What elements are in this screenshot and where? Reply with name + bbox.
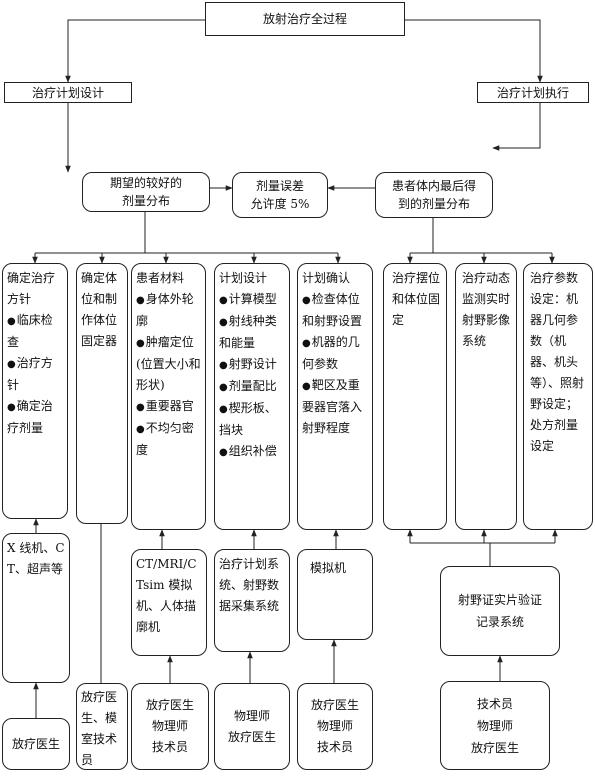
people-radiation-doctor: 放疗医生 [2, 718, 70, 770]
people-physicist-doctor: 物理师 放疗医生 [214, 683, 290, 770]
expected-dose-line-1: 期望的较好的 [109, 176, 182, 190]
people-tech-physicist-doctor: 技术员 物理师 放疗医生 [440, 681, 550, 770]
column-treatment-policy: 确定治疗方针 临床检查 治疗方针 确定治疗剂量 [2, 263, 68, 519]
people-line: 物理师 [476, 718, 513, 733]
people-line: 技术员 [476, 696, 513, 711]
received-dose-line-2: 到的剂量分布 [397, 197, 470, 211]
column-item: 治疗方针 [7, 353, 63, 396]
column-item: 楔形板、挡块 [219, 398, 285, 441]
column-title: 计划设计 [219, 271, 268, 285]
column-item: 检查体位和射野设置 [302, 289, 368, 332]
column-item: 射野设计 [219, 354, 285, 376]
column-setup-fixation: 治疗摆位和体位固定 [383, 263, 447, 530]
column-item: 临床检查 [7, 310, 63, 353]
people-line: 放疗医生 [11, 736, 60, 751]
portal-verification-system: 射野证实片验证记录系统 [440, 566, 560, 656]
equipment-label: 模拟机 [310, 561, 347, 575]
equipment-label: CT/MRI/CTsim 模拟机、人体描廓机 [136, 557, 197, 634]
column-parameter-setting: 治疗参数设定：机器几何参数（机器、机头等）、照射野设定；处方剂量设定 [523, 263, 593, 530]
column-patient-material: 患者材料 身体外轮廓 肿瘤定位(位置大小和形状) 重要器官 不均匀密度 [131, 263, 206, 530]
equipment-label: X 线机、CT、超声等 [7, 541, 65, 576]
equipment-imaging: X 线机、CT、超声等 [2, 533, 70, 683]
column-item: 重要器官 [136, 396, 201, 418]
people-doctor-physicist-tech-2: 放疗医生 物理师 技术员 [297, 683, 373, 770]
people-line: 技术员 [151, 740, 188, 754]
people-line: 放疗医生 [470, 740, 519, 755]
people-line: 物理师 [151, 719, 188, 733]
people-line: 物理师 [233, 708, 270, 723]
top-node: 放射治疗全过程 [205, 2, 405, 36]
equipment-sim-machine: 模拟机 [297, 549, 373, 640]
equipment-planning-system: 治疗计划系统、射野数据采集系统 [214, 549, 290, 652]
portal-verification-label: 射野证实片验证记录系统 [457, 593, 542, 629]
dose-tolerance-line-2: 允许度 5% [250, 197, 310, 211]
column-title: 治疗摆位和体位固定 [392, 271, 441, 327]
column-plan-design: 计划设计 计算模型 射线种类和能量 射野设计 剂量配比 楔形板、挡块 组织补偿 [214, 263, 290, 530]
column-title: 确定体位和制作体位固定器 [81, 271, 118, 348]
people-line: 物理师 [316, 719, 353, 733]
column-title: 计划确认 [302, 271, 351, 285]
column-item: 肿瘤定位(位置大小和形状) [136, 332, 201, 396]
equipment-simulator: CT/MRI/CTsim 模拟机、人体描廓机 [131, 549, 207, 656]
branch-plan-design: 治疗计划设计 [4, 82, 132, 103]
branch-plan-execution-label: 治疗计划执行 [496, 85, 569, 100]
dose-tolerance-node: 剂量误差 允许度 5% [232, 172, 328, 218]
people-line: 技术员 [316, 740, 353, 754]
column-title: 治疗参数设定：机器几何参数（机器、机头等）、照射野设定；处方剂量设定 [530, 271, 585, 453]
branch-plan-design-label: 治疗计划设计 [31, 85, 104, 100]
people-line: 放疗医生 [145, 698, 194, 712]
received-dose-line-1: 患者体内最后得 [391, 179, 476, 193]
column-title: 患者材料 [136, 271, 185, 285]
dose-tolerance-line-1: 剂量误差 [255, 179, 304, 193]
column-item: 不均匀密度 [136, 418, 201, 461]
column-item: 靶区及重要器官落入射野程度 [302, 375, 368, 439]
column-title: 确定治疗方针 [7, 271, 56, 306]
column-item: 射线种类和能量 [219, 311, 285, 354]
people-line: 放疗医生 [310, 698, 359, 712]
people-doctor-physicist-tech: 放疗医生 物理师 技术员 [131, 683, 209, 770]
column-position-fixation: 确定体位和制作体位固定器 [76, 263, 128, 524]
column-dynamic-monitor: 治疗动态监测实时射野影像系统 [455, 263, 517, 530]
branch-plan-execution: 治疗计划执行 [477, 82, 589, 103]
expected-dose-line-2: 剂量分布 [121, 194, 170, 208]
expected-dose-node: 期望的较好的 剂量分布 [82, 172, 210, 212]
column-item: 确定治疗剂量 [7, 396, 63, 439]
column-title: 治疗动态监测实时射野影像系统 [462, 271, 511, 348]
equipment-label: 治疗计划系统、射野数据采集系统 [219, 557, 280, 613]
column-item: 剂量配比 [219, 376, 285, 398]
people-doctor-mold-tech: 放疗医生、模室技术员 [76, 683, 128, 770]
top-label: 放射治疗全过程 [262, 11, 347, 26]
column-item: 机器的几何参数 [302, 332, 368, 375]
received-dose-node: 患者体内最后得 到的剂量分布 [375, 172, 493, 218]
column-item: 身体外轮廓 [136, 289, 201, 332]
column-item: 计算模型 [219, 289, 285, 311]
people-line: 放疗医生 [227, 729, 276, 744]
column-plan-confirm: 计划确认 检查体位和射野设置 机器的几何参数 靶区及重要器官落入射野程度 [297, 263, 373, 530]
column-item: 组织补偿 [219, 441, 285, 463]
people-line: 放疗医生、模室技术员 [81, 690, 118, 767]
